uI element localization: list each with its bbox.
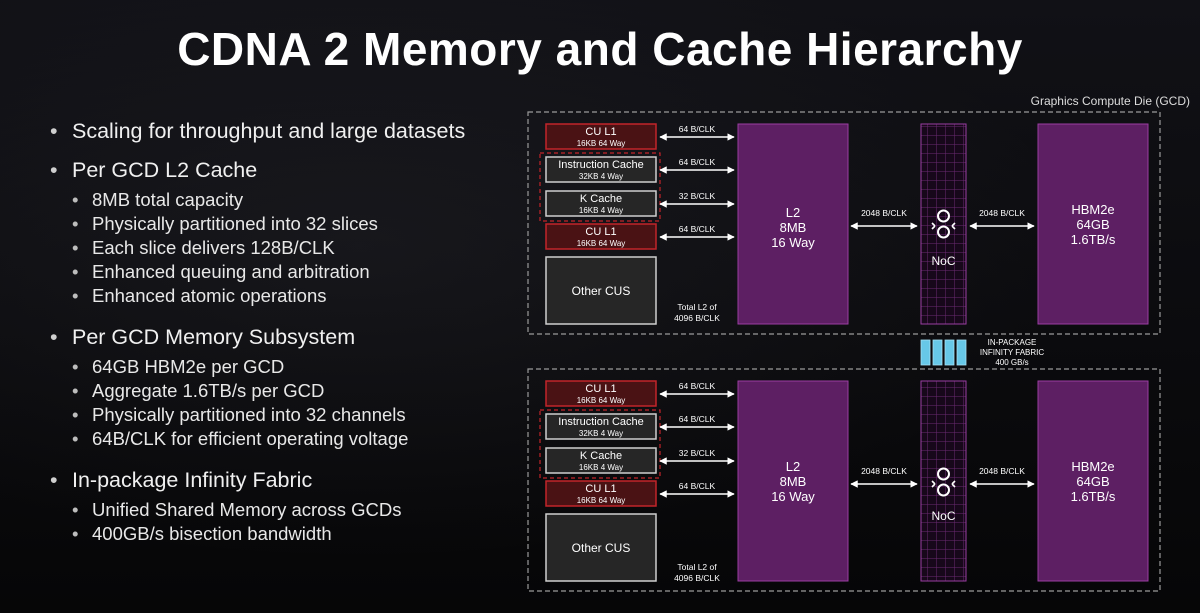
sub-bullet: Each slice delivers 128B/CLK — [50, 236, 520, 260]
cu-l1-sub: 16KB 64 Way — [577, 139, 626, 148]
cu-l1-block — [545, 380, 657, 407]
hbm-name: HBM2e — [1071, 459, 1114, 474]
k-cache-title: K Cache — [580, 193, 622, 205]
k-cache-block — [545, 190, 657, 217]
k-cache-title: K Cache — [580, 450, 622, 462]
bw-label: 64 B/CLK — [679, 224, 716, 234]
k-cache-sub: 16KB 4 Way — [579, 206, 623, 215]
total-l2-label: Total L2 of — [677, 302, 717, 312]
other-cus-block — [545, 513, 657, 582]
sub-bullet: Enhanced queuing and arbitration — [50, 260, 520, 284]
bullet-scaling: Scaling for throughput and large dataset… — [50, 118, 520, 145]
k-cache-block — [545, 447, 657, 474]
total-l2-label: Total L2 of — [677, 562, 717, 572]
bw-label: 2048 B/CLK — [861, 208, 907, 218]
total-l2-value: 4096 B/CLK — [674, 313, 720, 323]
other-cus-label: Other CUS — [572, 541, 631, 555]
fabric-lane — [944, 339, 955, 366]
cu-l1-title: CU L1 — [585, 126, 616, 138]
cu-l1-title: CU L1 — [585, 226, 616, 238]
sub-bullet: Physically partitioned into 32 slices — [50, 212, 520, 236]
cu-l1-block — [545, 480, 657, 507]
bw-label: 64 B/CLK — [679, 157, 716, 167]
fabric-lane — [920, 339, 931, 366]
sub-bullet: Unified Shared Memory across GCDs — [50, 498, 520, 522]
l2-size: 8MB — [780, 220, 807, 235]
noc-icon — [931, 209, 956, 239]
sub-bullet: 8MB total capacity — [50, 188, 520, 212]
l2-way: 16 Way — [771, 235, 815, 250]
l2-block — [737, 380, 849, 582]
noc-block — [920, 123, 967, 325]
cu-l1-sub: 16KB 64 Way — [577, 239, 626, 248]
other-cus-block — [545, 256, 657, 325]
hbm-block — [1037, 123, 1149, 325]
total-l2-value: 4096 B/CLK — [674, 573, 720, 583]
fabric-label: IN-PACKAGE — [988, 338, 1037, 347]
icache-k-group-boundary — [539, 409, 661, 479]
instruction-cache-sub: 32KB 4 Way — [579, 172, 623, 181]
instruction-cache-block — [545, 156, 657, 183]
cu-l1-block — [545, 123, 657, 150]
sub-bullet: Aggregate 1.6TB/s per GCD — [50, 379, 520, 403]
k-cache-sub: 16KB 4 Way — [579, 463, 623, 472]
fabric-lane — [956, 339, 967, 366]
bw-label: 64 B/CLK — [679, 414, 716, 424]
hbm-size: 64GB — [1076, 474, 1109, 489]
bullet-list: Scaling for throughput and large dataset… — [50, 118, 520, 546]
icache-k-group-boundary — [539, 152, 661, 222]
bw-label: 2048 B/CLK — [861, 466, 907, 476]
hbm-size: 64GB — [1076, 217, 1109, 232]
l2-size: 8MB — [780, 474, 807, 489]
l2-way: 16 Way — [771, 489, 815, 504]
sub-bullet: Enhanced atomic operations — [50, 284, 520, 308]
sub-bullet: Physically partitioned into 32 channels — [50, 403, 520, 427]
instruction-cache-title: Instruction Cache — [558, 416, 644, 428]
fabric-bandwidth: 400 GB/s — [995, 358, 1028, 367]
gcd-bottom: CU L1 16KB 64 Way Instruction Cache 32KB… — [527, 368, 1161, 592]
sub-bullet: 400GB/s bisection bandwidth — [50, 522, 520, 546]
cu-l1-sub: 16KB 64 Way — [577, 496, 626, 505]
bw-label: 2048 B/CLK — [979, 208, 1025, 218]
sub-bullet: 64B/CLK for efficient operating voltage — [50, 427, 520, 451]
gcd-label: Graphics Compute Die (GCD) — [1031, 94, 1190, 108]
cu-l1-title: CU L1 — [585, 383, 616, 395]
cu-l1-title: CU L1 — [585, 483, 616, 495]
noc-label: NoC — [931, 254, 955, 268]
instruction-cache-block — [545, 413, 657, 440]
bullet-l2-cache: Per GCD L2 Cache — [50, 157, 520, 184]
hbm-bandwidth: 1.6TB/s — [1071, 232, 1116, 247]
l2-name: L2 — [786, 205, 800, 220]
instruction-cache-title: Instruction Cache — [558, 159, 644, 171]
hbm-bandwidth: 1.6TB/s — [1071, 489, 1116, 504]
bullet-infinity-fabric: In-package Infinity Fabric — [50, 467, 520, 494]
gcd-top: CU L1 16KB 64 Way Instruction Cache 32KB… — [527, 111, 1161, 335]
bw-label: 2048 B/CLK — [979, 466, 1025, 476]
other-cus-label: Other CUS — [572, 284, 631, 298]
bw-label: 32 B/CLK — [679, 191, 716, 201]
bw-label: 64 B/CLK — [679, 124, 716, 134]
noc-label: NoC — [931, 509, 955, 523]
cu-l1-sub: 16KB 64 Way — [577, 396, 626, 405]
gcd-boundary — [527, 111, 1161, 335]
fabric-lane — [932, 339, 943, 366]
page-title: CDNA 2 Memory and Cache Hierarchy — [177, 23, 1023, 75]
hbm-name: HBM2e — [1071, 202, 1114, 217]
bullet-memory-subsystem: Per GCD Memory Subsystem — [50, 324, 520, 351]
noc-block — [920, 380, 967, 582]
sub-bullet: 64GB HBM2e per GCD — [50, 355, 520, 379]
fabric-label: INFINITY FABRIC — [980, 348, 1045, 357]
l2-name: L2 — [786, 459, 800, 474]
cu-l1-block — [545, 223, 657, 250]
instruction-cache-sub: 32KB 4 Way — [579, 429, 623, 438]
bw-label: 64 B/CLK — [679, 381, 716, 391]
bw-label: 32 B/CLK — [679, 448, 716, 458]
bw-label: 64 B/CLK — [679, 481, 716, 491]
hbm-block — [1037, 380, 1149, 582]
noc-icon — [931, 467, 956, 497]
infinity-fabric: IN-PACKAGE INFINITY FABRIC 400 GB/s — [920, 338, 1045, 367]
l2-block — [737, 123, 849, 325]
gcd-boundary — [527, 368, 1161, 592]
